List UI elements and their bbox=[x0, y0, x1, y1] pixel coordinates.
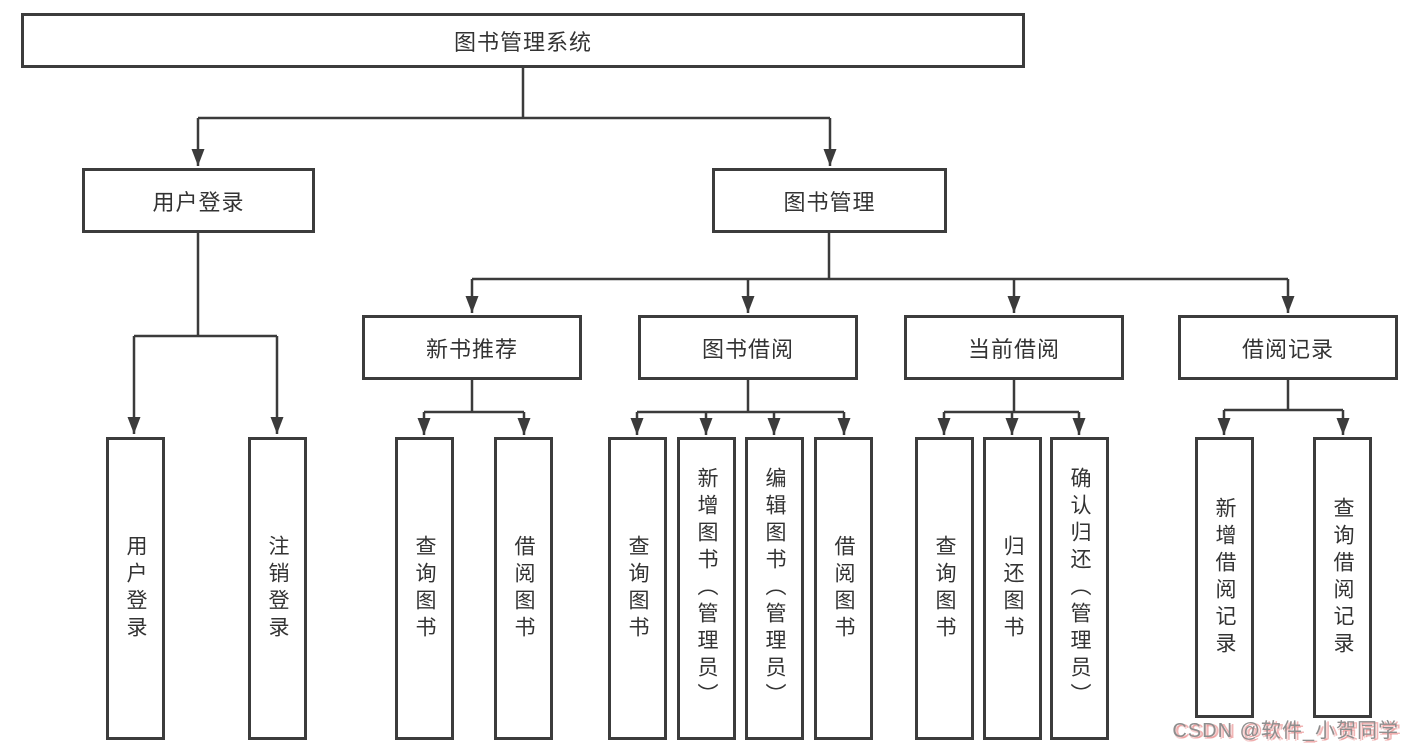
leaf-nbr-borrow-book: 借阅图书 bbox=[494, 437, 553, 740]
leaf-bb-add-book-admin: 新增图书（管理员） bbox=[677, 437, 736, 740]
leaf-bb-query-book: 查询图书 bbox=[608, 437, 667, 740]
leaf-bb-edit-book-admin: 编辑图书（管理员） bbox=[745, 437, 804, 740]
node-new-book-recommend: 新书推荐 bbox=[362, 315, 582, 380]
leaf-user-login: 用户登录 bbox=[106, 437, 165, 740]
watermark: CSDN @软件_小贺同学 bbox=[1172, 720, 1399, 742]
leaf-nbr-query-book: 查询图书 bbox=[395, 437, 454, 740]
leaf-logout: 注销登录 bbox=[248, 437, 307, 740]
leaf-bb-borrow-book: 借阅图书 bbox=[814, 437, 873, 740]
node-book-borrow: 图书借阅 bbox=[638, 315, 858, 380]
leaf-br-query-record: 查询借阅记录 bbox=[1313, 437, 1372, 718]
node-borrow-records: 借阅记录 bbox=[1178, 315, 1398, 380]
node-root: 图书管理系统 bbox=[21, 13, 1025, 68]
leaf-cb-confirm-return-admin: 确认归还（管理员） bbox=[1050, 437, 1109, 740]
leaf-cb-query-book: 查询图书 bbox=[915, 437, 974, 740]
node-book-management: 图书管理 bbox=[712, 168, 947, 233]
leaf-cb-return-book: 归还图书 bbox=[983, 437, 1042, 740]
node-current-borrow: 当前借阅 bbox=[904, 315, 1124, 380]
node-user-login: 用户登录 bbox=[82, 168, 315, 233]
leaf-br-add-record: 新增借阅记录 bbox=[1195, 437, 1254, 718]
